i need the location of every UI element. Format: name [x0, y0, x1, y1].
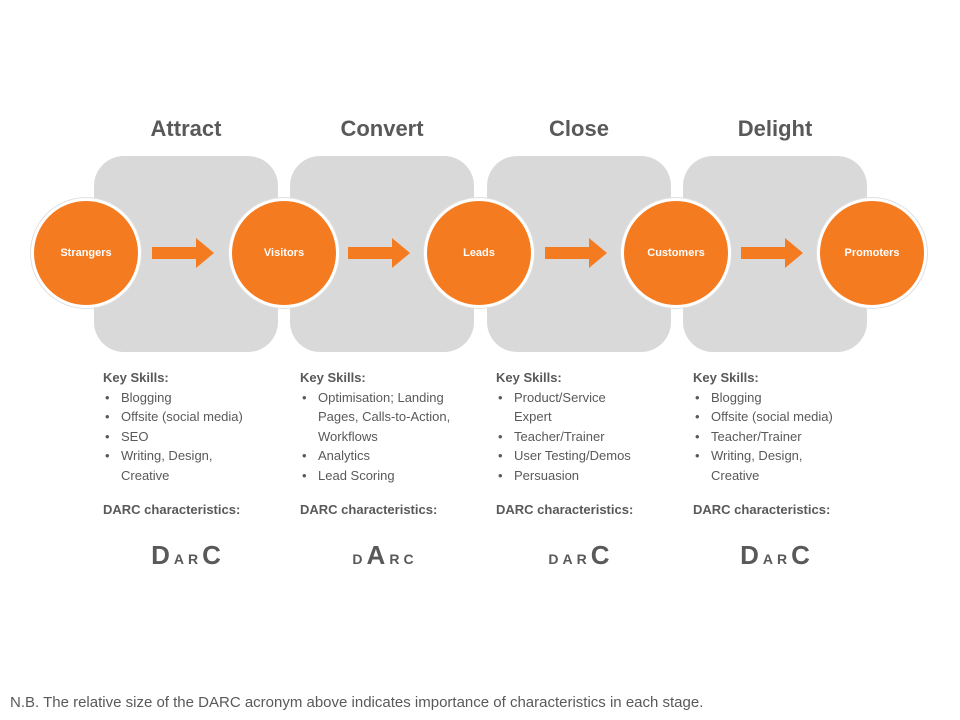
list-item: SEO [103, 427, 293, 447]
darc-letter-c: C [202, 540, 221, 570]
skills-header: Key Skills: [103, 370, 169, 385]
node-label: Customers [647, 247, 705, 259]
node-leads: Leads [424, 198, 534, 308]
stage-title-delight: Delight [737, 116, 813, 141]
darc-letter-d: D [151, 540, 170, 570]
darc-letter-r: R [777, 551, 788, 567]
darc-letter-r: R [576, 551, 587, 567]
darc-letter-c: C [791, 540, 810, 570]
darc-letter-d: D [740, 540, 759, 570]
skills-attract: Key Skills: Blogging Offsite (social med… [103, 368, 293, 485]
arrow-right-icon [545, 238, 607, 268]
list-item: Product/Service Expert [496, 388, 634, 427]
node-label: Visitors [263, 247, 305, 259]
list-item: Optimisation; Landing Pages, Calls-to-Ac… [300, 388, 484, 447]
node-visitors: Visitors [229, 198, 339, 308]
list-item: Analytics [300, 446, 490, 466]
darc-letter-d: D [548, 551, 559, 567]
list-item: Lead Scoring [300, 466, 490, 486]
arrow-right-icon [348, 238, 410, 268]
node-label: Strangers [60, 247, 112, 259]
darc-letter-a: A [762, 551, 773, 567]
stage-title-convert: Convert [340, 116, 424, 141]
list-item: Offsite (social media) [103, 407, 293, 427]
list-item: Teacher/Trainer [693, 427, 883, 447]
list-item: Offsite (social media) [693, 407, 883, 427]
skills-close: Key Skills: Product/Service Expert Teach… [496, 368, 686, 485]
arrow-right-icon [741, 238, 803, 268]
darc-letter-d: D [352, 551, 363, 567]
skills-header: Key Skills: [300, 370, 366, 385]
list-item: Blogging [103, 388, 293, 408]
stage-title-close: Close [549, 116, 609, 141]
node-label: Leads [463, 247, 495, 259]
node-customers: Customers [621, 198, 731, 308]
darc-label: DARC characteristics: [103, 502, 241, 517]
node-label: Promoters [844, 247, 900, 259]
node-strangers: Strangers [31, 198, 141, 308]
list-item: Writing, Design, Creative [693, 446, 831, 485]
darc-letter-c: C [403, 551, 414, 567]
darc-letter-c: C [590, 540, 610, 570]
list-item: Blogging [693, 388, 883, 408]
footnote: N.B. The relative size of the DARC acron… [10, 694, 704, 711]
arrow-right-icon [152, 238, 214, 268]
list-item: Writing, Design, Creative [103, 446, 241, 485]
node-promoters: Promoters [817, 198, 927, 308]
darc-letter-a: A [562, 551, 573, 567]
skills-convert: Key Skills: Optimisation; Landing Pages,… [300, 368, 490, 485]
list-item: Persuasion [496, 466, 686, 486]
darc-letter-r: R [389, 551, 400, 567]
skills-delight: Key Skills: Blogging Offsite (social med… [693, 368, 883, 485]
list-item: Teacher/Trainer [496, 427, 686, 447]
darc-label: DARC characteristics: [496, 502, 634, 517]
darc-letter-r: R [188, 551, 199, 567]
darc-letter-a: A [173, 551, 184, 567]
darc-letter-a: A [366, 540, 386, 570]
darc-label: DARC characteristics: [693, 502, 831, 517]
darc-label: DARC characteristics: [300, 502, 438, 517]
skills-header: Key Skills: [693, 370, 759, 385]
stage-title-attract: Attract [150, 116, 222, 141]
list-item: User Testing/Demos [496, 446, 686, 466]
skills-header: Key Skills: [496, 370, 562, 385]
